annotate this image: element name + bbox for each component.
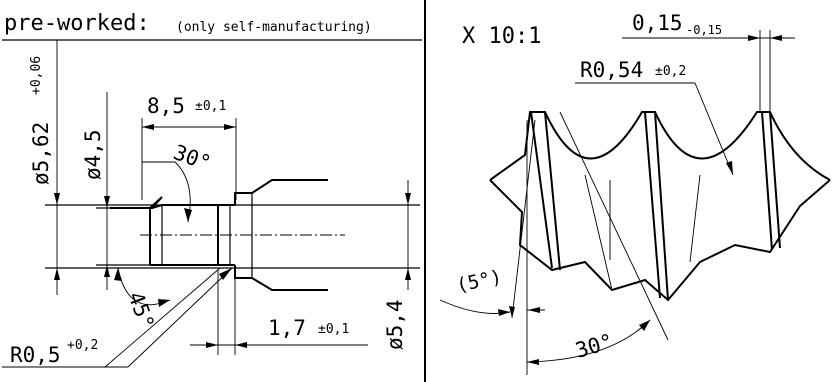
radius-r05-tolerance: +0,2 bbox=[67, 338, 98, 353]
angle-construction bbox=[509, 111, 669, 375]
dimension-015: 0,15 -0,15 bbox=[622, 11, 795, 112]
radius-r05-text: R0,5 bbox=[10, 343, 61, 367]
dimension-d562: ø5,62 +0,06 bbox=[29, 40, 60, 295]
dim-85-text: 8,5 bbox=[147, 94, 185, 118]
dim-015-text: 0,15 bbox=[632, 11, 683, 35]
thread-profile bbox=[489, 111, 831, 302]
heading-note: (only self-manufacturing) bbox=[176, 20, 372, 35]
right-thread-detail: X 10:1 0,15 -0,15 R0,54 ±0,2 bbox=[439, 11, 831, 375]
dim-17-text: 1,7 bbox=[268, 316, 306, 340]
dimension-d45: ø4,5 bbox=[81, 92, 110, 290]
dim-d45-text: ø4,5 bbox=[81, 129, 105, 180]
dimension-17: 1,7 ±0,1 bbox=[190, 270, 368, 355]
dim-d562-text: ø5,62 bbox=[29, 122, 53, 185]
scale-label: X 10:1 bbox=[462, 24, 541, 49]
dim-d54-text: ø5,4 bbox=[383, 299, 407, 350]
dimension-85: 8,5 ±0,1 bbox=[141, 94, 237, 200]
dim-17-tolerance: ±0,1 bbox=[318, 322, 349, 337]
heading-text: pre-worked: bbox=[4, 11, 150, 36]
dimension-d54: ø5,4 bbox=[383, 180, 411, 350]
radius-r054-tolerance: ±0,2 bbox=[655, 64, 686, 79]
radius-r054-text: R0,54 bbox=[580, 58, 643, 82]
radius-r05: R0,5 +0,2 bbox=[2, 267, 233, 368]
dim-015-tolerance: -0,15 bbox=[686, 23, 722, 37]
radius-r054: R0,54 ±0,2 bbox=[575, 58, 734, 176]
dim-85-tolerance: ±0,1 bbox=[195, 99, 226, 114]
dim-d562-tolerance: +0,06 bbox=[29, 56, 44, 95]
